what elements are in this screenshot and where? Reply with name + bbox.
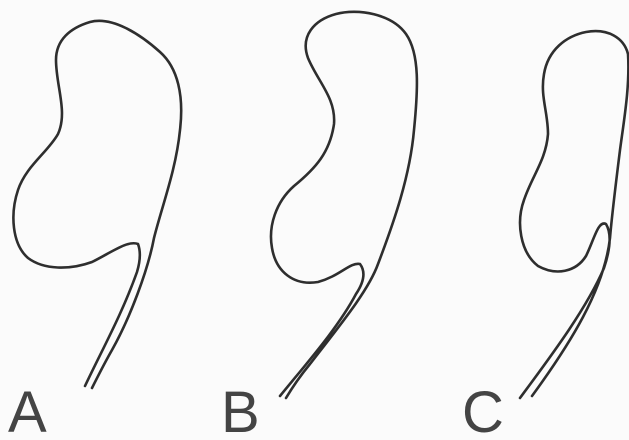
- panel-b: [271, 12, 417, 398]
- panel-label-b: B: [221, 380, 260, 440]
- panel-label-c: C: [462, 380, 504, 440]
- panel-a-outline: [13, 21, 181, 388]
- panel-c: [520, 31, 628, 398]
- panel-label-a: A: [8, 380, 47, 440]
- panel-a: [13, 21, 181, 388]
- panel-c-outline: [520, 31, 628, 398]
- panel-b-outline: [271, 12, 417, 398]
